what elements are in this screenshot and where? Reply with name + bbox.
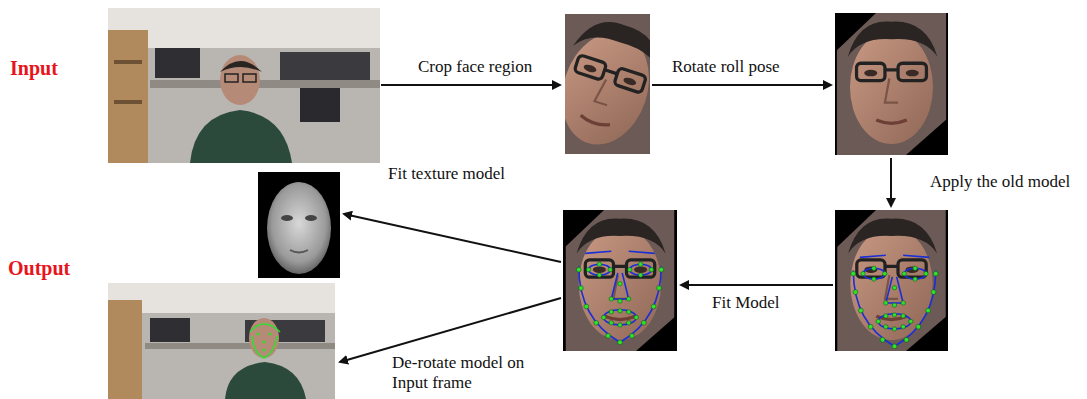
- rotated-face: [837, 13, 946, 155]
- step-label: Fit Model: [712, 293, 812, 313]
- output-heading: Output: [8, 258, 103, 278]
- step-label: De-rotate model on Input frame: [392, 353, 532, 393]
- output-frame: [108, 283, 335, 399]
- step-label: Apply the old model: [930, 172, 1084, 192]
- input-frame: [108, 8, 380, 163]
- step-label: Fit texture model: [388, 164, 538, 184]
- fitted-landmarks: [566, 210, 674, 351]
- cropped-face: [565, 14, 650, 154]
- step-label: Rotate roll pose: [672, 57, 822, 77]
- step-label: Crop face region: [418, 57, 558, 77]
- flow-arrows: [340, 85, 891, 362]
- texture-model: [267, 182, 331, 274]
- input-heading: Input: [10, 58, 100, 78]
- initial-landmarks: [837, 210, 945, 351]
